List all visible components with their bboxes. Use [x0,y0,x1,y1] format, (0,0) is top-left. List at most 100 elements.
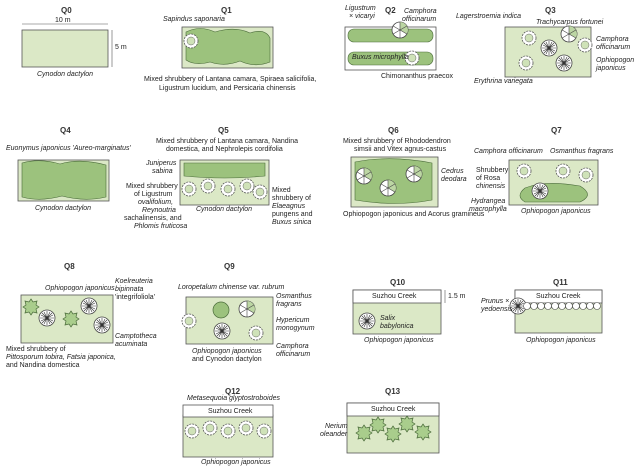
q3-lagerstroemia-label: Lagerstroemia indica [456,13,521,20]
panel-q9 [181,296,274,345]
q2-ligustrum-label-2: × vicaryi [349,13,375,20]
q0-height-label: 5 m [115,44,127,51]
q10-salix-label-2: babylonica [380,323,414,330]
q5-left-label-3: ovalifolium, [138,199,174,206]
q13-nerium-label-1: Nerium [325,423,348,430]
q0-ground-label: Cynodon dactylon [37,71,94,78]
q10-ground-label: Ophiopogon japonicus [364,337,434,344]
q1-tree-label: Sapindus saponaria [163,16,225,23]
q11-ground-label: Ophiopogon japonicus [526,337,596,344]
q3-camphora-label-1: Camphora [596,36,629,43]
panel-q12-heading: Q12 [225,387,241,396]
q5-left-label-6: Phlomis fruticosa [134,223,188,230]
q8-ophiopogon-label: Ophiopogon japonicus [45,285,115,292]
panel-q7 [508,159,599,206]
q5-top-label-1: Mixed shrubbery of Lantana camara, Nandi… [156,138,299,145]
q12-metasequoia-label: Metasequoia glyptostroboides [187,395,281,402]
q6-top-label-1: Mixed shrubbery of Rhododendron [343,138,451,145]
panel-q6-heading: Q6 [388,126,399,135]
panel-q2 [344,21,437,71]
q4-ground-label: Cynodon dactylon [35,205,92,212]
panel-q12 [182,404,274,458]
q5-right-label-5: Buxus sinica [272,219,312,226]
q3-camphora-label-2: officinarum [596,44,631,51]
q7-rosa-label-3: chinensis [476,183,506,190]
q13-nerium-label-2: oleander [320,431,348,438]
q9-loropetalum-label: Loropetalum chinense var. rubrum [178,284,285,291]
q2-chimonanthus-label: Chimonanthus praecox [381,73,453,80]
panel-q4 [17,159,110,202]
q7-rosa-label-1: Shrubbery [476,167,509,174]
panel-q11-heading: Q11 [553,278,568,287]
panel-q0 [21,23,113,68]
q9-camphora-label-2: officinarum [276,351,311,358]
q11-creek-label: Suzhou Creek [536,293,581,300]
panel-q10-heading: Q10 [390,278,406,287]
q2-camphora-label-2: officinarum [402,16,437,23]
panel-q13 [346,402,440,454]
q7-osmanthus-label: Osmanthus fragrans [550,148,614,155]
q9-hypericum-label-2: monogynum [276,325,315,332]
q11-prunus-label-2: yedoensis [481,306,513,313]
q5-right-label-1: Mixed [272,187,291,194]
q6-cedrus-label-1: Cedrus [441,168,464,175]
q5-right-label-4: pungens and [272,211,313,218]
q6-ground-label: Ophiopogon japonicus and Acorus gramineu… [343,211,485,218]
q9-osmanthus-label-2: fragrans [276,301,302,308]
q5-left-label-4: Reynoutria [142,207,176,214]
q8-shrub-label-2: Pittosporum tobira, Fatsia japonica, [6,354,116,361]
q9-ground-label-2: and Cynodon dactylon [192,356,262,363]
q6-top-label-2: simsii and Vitex agnus-castus [354,146,447,153]
q7-rosa-label-2: of Rosa [476,175,501,182]
q9-osmanthus-label-1: Osmanthus [276,293,312,300]
q7-hydrangea-label-2: macrophylla [469,206,507,213]
q5-left-label-5: sachalinensis, and [124,215,182,222]
q8-shrub-label-3: and Nandina domestica [6,362,80,369]
q9-hypericum-label-1: Hypericum [276,317,310,324]
q7-ground-label: Ophiopogon japonicus [521,208,591,215]
panel-q9-heading: Q9 [224,262,235,271]
q3-trachycarpus-label: Trachycarpus fortunei [536,19,604,26]
q8-shrub-label-1: Mixed shrubbery of [6,346,66,353]
q0-width-label: 10 m [55,17,71,24]
q2-buxus-label: Buxus microphylla [352,54,409,61]
q2-camphora-label-1: Camphora [404,8,437,15]
q12-creek-label: Suzhou Creek [208,408,253,415]
q1-shrub-label-2: Ligustrum lucidum, and Persicaria chinen… [159,85,296,92]
panel-q11 [509,289,603,334]
q1-shrub-label-1: Mixed shrubbery of Lantana camara, Spira… [144,76,317,83]
q5-ground-label: Cynodon dactylon [196,206,253,213]
panel-q5-heading: Q5 [218,126,229,135]
panel-q1-heading: Q1 [221,6,232,15]
q8-koelreuteria-label-1: Koelreuteria [115,278,153,285]
q7-hydrangea-label-1: Hydrangea [471,198,506,205]
q9-camphora-label-1: Camphora [276,343,309,350]
q5-juniperus-label-2: sabina [152,168,173,175]
q4-euonymus-label: Euonymus japonicus 'Aureo-marginatus' [6,145,131,152]
panel-q6 [350,156,439,208]
q7-camphora-label: Camphora officinarum [474,148,543,155]
q8-camptotheca-label-1: Camptotheca [115,333,157,340]
q9-ground-label-1: Ophiopogon japonicus [192,348,262,355]
panel-q8-heading: Q8 [64,262,75,271]
q10-salix-label-1: Salix [380,315,396,322]
panel-q3-heading: Q3 [545,6,556,15]
q8-koelreuteria-label-3: 'integrifoliola' [115,294,156,301]
q10-width-label: 1.5 m [448,293,466,300]
q5-left-label-1: Mixed shrubbery [126,183,178,190]
q3-erythrina-label: Erythrina variegata [474,78,533,85]
q3-ophiopogon-label-2: japonicus [596,65,626,72]
panel-q7-heading: Q7 [551,126,562,135]
q5-right-label-3: Elaeagnus [272,203,306,210]
panel-q10 [352,289,446,335]
panel-q2-heading: Q2 [385,6,396,15]
q10-creek-label: Suzhou Creek [372,293,417,300]
q8-camptotheca-label-2: acuminata [115,341,148,348]
q5-juniperus-label-1: Juniperus [146,160,177,167]
panel-q4-heading: Q4 [60,126,71,135]
q3-ophiopogon-label-1: Ophiopogon [596,57,635,64]
q6-cedrus-label-2: deodara [441,176,467,183]
panel-q1 [181,26,274,69]
q5-top-label-2: domestica, and Nephrolepis cordifolia [166,146,283,153]
